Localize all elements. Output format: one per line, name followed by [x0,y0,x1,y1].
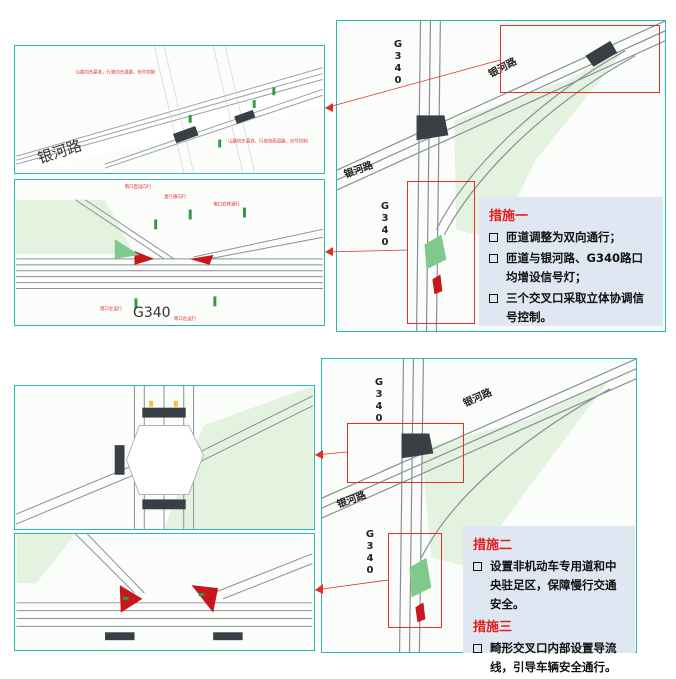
svg-text:南口直运向行: 南口直运向行 [125,183,152,190]
svg-text:山路向东基准，行驶向西道路，信号控制: 山路向东基准，行驶向西道路，信号控制 [228,137,308,144]
highlight-frame-bottom-1 [347,423,464,483]
svg-text:南口右转通行: 南口右转通行 [213,201,240,208]
checkbox-icon [489,233,498,242]
highlight-frame-bottom-2 [388,533,442,628]
checkbox-icon [489,294,498,303]
overview-map-top-drawing [337,21,665,331]
callout-measure-1: 措施一 匝道调整为双向通行； 匝道与银河路、G340路口均增设信号灯； 三个交叉… [479,197,663,326]
callout-title-measure-2: 措施二 [473,538,513,553]
highlight-frame-top-1 [500,25,660,93]
callout-item: 匝道与银河路、G340路口均增设信号灯； [489,249,653,287]
svg-text:南口左运行: 南口左运行 [100,305,123,312]
svg-text:山路向东基准，行驶向东道路，信号控制: 山路向东基准，行驶向东道路，信号控制 [75,69,155,76]
callout-title-measure-3: 措施三 [473,620,513,635]
callout-measure-2-3: 措施二 设置非机动车专用道和中央驻足区，保障慢行交通安全。 措施三 畸形交叉口内… [463,526,635,674]
svg-text:直行通向行: 直行通向行 [164,193,187,200]
junction-north-drawing [15,386,314,529]
checkbox-icon [473,562,482,571]
callout-item: 三个交叉口采取立体协调信号控制。 [489,289,653,327]
g340-detail-drawing: 南口直运向行 直行通向行 南口右转通行 南口左运行 南口左运行 [16,183,323,322]
checkbox-icon [473,644,482,653]
svg-text:南口左运行: 南口左运行 [174,315,197,322]
detail-panel-junction-south [14,533,315,651]
callout-item: 设置非机动车专用道和中央驻足区，保障慢行交通安全。 [473,557,625,614]
detail-panel-junction-north [14,385,315,530]
callout-item: 畸形交叉口内部设置导流线，引导车辆安全通行。 [473,639,625,677]
highlight-frame-top-2 [407,181,475,324]
road-label-g340-detail: G340 [133,305,171,321]
junction-south-drawing [16,534,313,641]
overview-map-bottom-drawing [322,359,636,652]
detail-panel-yinhe: 山路向东基准，行驶向东道路，信号控制 山路向东基准，行驶向西道路，信号控制 银河… [14,45,325,174]
checkbox-icon [489,254,498,263]
callout-item: 匝道调整为双向通行； [489,228,653,247]
detail-panel-g340: 南口直运向行 直行通向行 南口右转通行 南口左运行 南口左运行 G340 [14,179,325,326]
yinhe-detail-drawing: 山路向东基准，行驶向东道路，信号控制 山路向东基准，行驶向西道路，信号控制 [16,46,323,173]
callout-title-measure-1: 措施一 [489,209,529,224]
